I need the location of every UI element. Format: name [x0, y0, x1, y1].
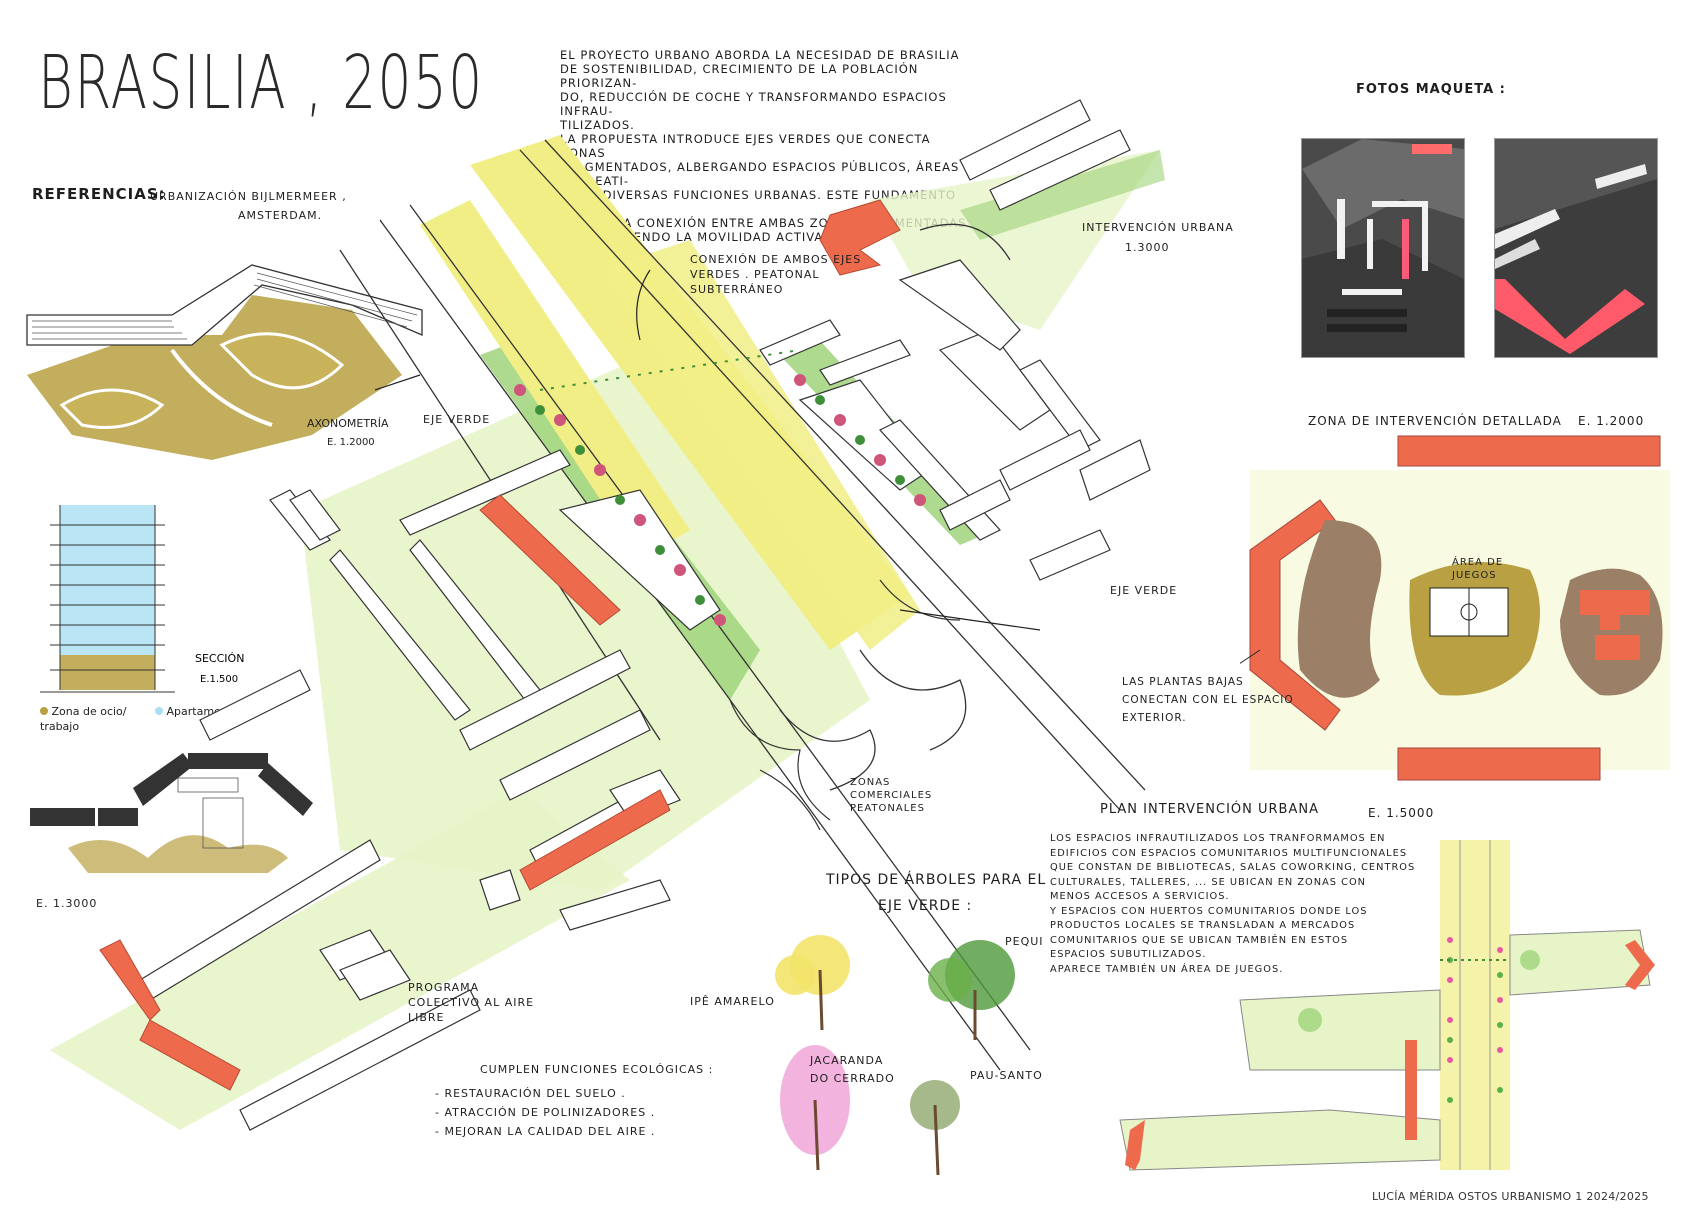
- section-label: SECCIÓN: [195, 652, 244, 665]
- plan-line: CULTURALES, TALLERES, ... SE UBICAN EN Z…: [1050, 876, 1367, 888]
- axonometria-label: AXONOMETRÍA: [307, 417, 389, 430]
- plan-line: QUE CONSTAN DE BIBLIOTECAS, SALAS COWORK…: [1050, 862, 1416, 873]
- intro-line: EL PROYECTO URBANO ABORDA LA NECESIDAD D…: [560, 48, 960, 62]
- detail-plan: [1240, 435, 1670, 781]
- section-scale: E.1.500: [200, 674, 238, 685]
- bijlmermeer-plan: [30, 753, 313, 873]
- plan-intervencion-drawing: [1119, 840, 1655, 1171]
- eje-verde-label: EJE VERDE: [423, 413, 491, 426]
- zonas-comerciales-label: ZONAS COMERCIALES PEATONALES: [850, 777, 933, 814]
- programa-label: PROGRAMA COLECTIVO AL AIRE LIBRE: [408, 981, 535, 1024]
- references-line: AMSTERDAM.: [238, 209, 323, 222]
- plan-line: Y ESPACIOS CON HUERTOS COMUNITARIOS DOND…: [1050, 905, 1368, 917]
- ecological-item: - RESTAURACIÓN DEL SUELO .: [435, 1087, 626, 1100]
- model-photo-perspective: [1494, 138, 1658, 358]
- page-title: BRASILIA , 2050: [38, 40, 484, 126]
- eje-verde-label: EJE VERDE: [1110, 584, 1178, 597]
- conexion-label: CONEXIÓN DE AMBOS EJES VERDES . PEATONAL…: [690, 253, 862, 296]
- references-line: URBANIZACIÓN BIJLMERMEER ,: [150, 190, 347, 203]
- tree-label: PAU-SANTO: [970, 1069, 1043, 1082]
- ochre-swatch: [40, 707, 48, 715]
- references-heading: REFERENCIAS:: [32, 185, 166, 203]
- ecological-list: - RESTAURACIÓN DEL SUELO . - ATRACCIÓN D…: [435, 1084, 655, 1141]
- area-juegos-label: ÁREA DE JUEGOS: [1452, 557, 1504, 581]
- detail-scale: E. 1.2000: [1578, 414, 1645, 428]
- plan-line: PRODUCTOS LOCALES SE TRANSLADAN A MERCAD…: [1050, 920, 1356, 931]
- plan-line: ESPACIOS SUBUTILIZADOS.: [1050, 949, 1207, 960]
- model-photo-top: [1301, 138, 1465, 358]
- blue-swatch: [155, 707, 163, 715]
- plan-line: APARECE TAMBIÉN UN ÁREA DE JUEGOS.: [1050, 963, 1284, 975]
- plan-intervencion-scale: E. 1.5000: [1368, 806, 1435, 820]
- legend-ocio: Zona de ocio/ trabajo: [40, 704, 150, 734]
- author-credit: LUCÍA MÉRIDA OSTOS URBANISMO 1 2024/2025: [1372, 1190, 1649, 1203]
- plan-line: MENOS ACCESOS A SERVICIOS.: [1050, 891, 1230, 902]
- plan-intervencion-heading: PLAN INTERVENCIÓN URBANA: [1100, 802, 1319, 817]
- trees-illustration: [775, 935, 1015, 1175]
- intervencion-scale: 1.3000: [1125, 241, 1170, 254]
- intervencion-label: INTERVENCIÓN URBANA: [1082, 221, 1234, 234]
- trees-heading: TIPOS DE ÁRBOLES PARA EL: [826, 872, 1047, 888]
- references-text: URBANIZACIÓN BIJLMERMEER , AMSTERDAM.: [150, 187, 380, 225]
- ecological-heading: CUMPLEN FUNCIONES ECOLÓGICAS :: [480, 1063, 714, 1076]
- legend-ocio-label: Zona de ocio/ trabajo: [40, 705, 127, 733]
- tree-label: PEQUI: [1005, 935, 1044, 948]
- ecological-item: - ATRACCIÓN DE POLINIZADORES .: [435, 1106, 656, 1119]
- plan-line: COMUNITARIOS QUE SE UBICAN TAMBIÉN EN ES…: [1050, 934, 1349, 946]
- tree-label: IPÊ AMARELO: [690, 995, 775, 1008]
- plan-scale-label: E. 1.3000: [36, 897, 98, 910]
- intro-line: DE SOSTENIBILIDAD, CRECIMIENTO DE LA POB…: [560, 62, 919, 90]
- tree-label: JACARANDA DO CERRADO: [810, 1054, 895, 1085]
- plantas-bajas-label: LAS PLANTAS BAJAS CONECTAN CON EL ESPACI…: [1122, 676, 1294, 724]
- masterplan-axonometric: [50, 99, 1165, 1131]
- trees-heading-2: EJE VERDE :: [878, 898, 973, 914]
- photos-heading: FOTOS MAQUETA :: [1356, 82, 1506, 97]
- detail-heading: ZONA DE INTERVENCIÓN DETALLADA: [1308, 414, 1562, 428]
- plan-intervencion-text: LOS ESPACIOS INFRAUTILIZADOS LOS TRANFOR…: [1050, 832, 1430, 977]
- intro-line: TILIZADOS.: [560, 118, 635, 132]
- intro-line: DO, REDUCCIÓN DE COCHE Y TRANSFORMANDO E…: [560, 90, 947, 118]
- axonometria-scale: E. 1.2000: [327, 437, 375, 448]
- bijlmermeer-axonometry: AXONOMETRÍA E. 1.2000: [26, 264, 423, 460]
- section-drawing: SECCIÓN E.1.500: [40, 505, 244, 693]
- ecological-item: - MEJORAN LA CALIDAD DEL AIRE .: [435, 1125, 656, 1138]
- plan-line: LOS ESPACIOS INFRAUTILIZADOS LOS TRANFOR…: [1050, 833, 1386, 844]
- plan-line: EDIFICIOS CON ESPACIOS COMUNITARIOS MULT…: [1050, 847, 1408, 859]
